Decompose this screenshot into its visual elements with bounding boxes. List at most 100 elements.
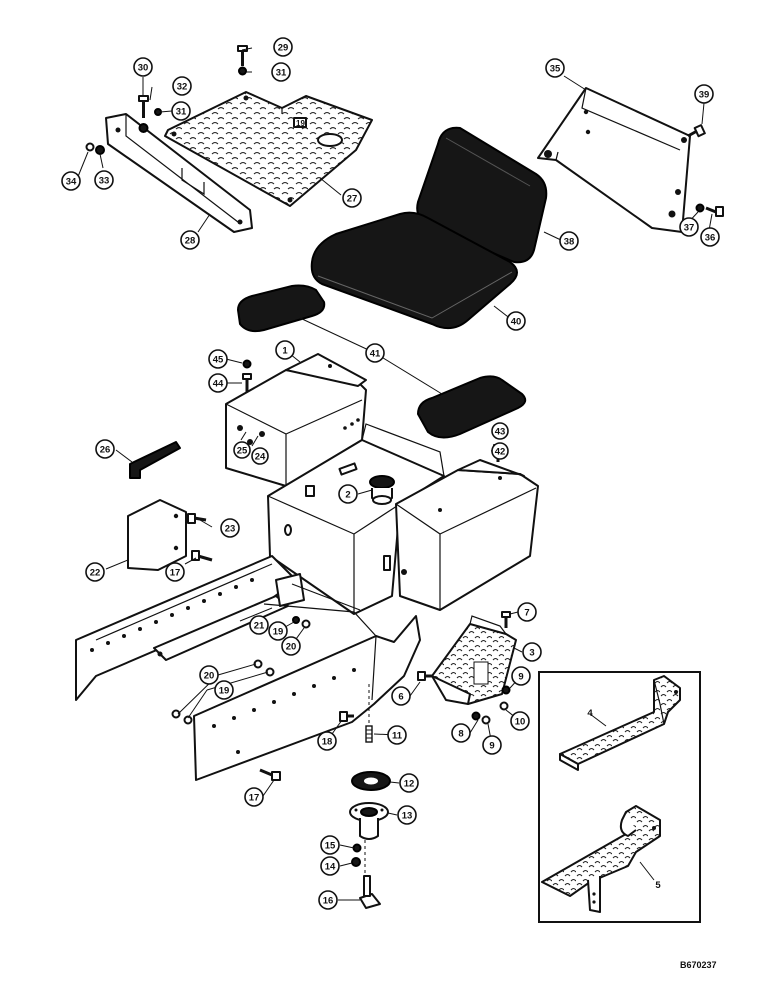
bolt-45-44 [242,359,252,392]
callout-34: 34 [61,171,81,191]
svg-text:13: 13 [402,811,413,822]
figure-code: B670237 [680,960,717,970]
callout-45: 45 [208,349,228,369]
floor-plate-27: 19 [164,91,373,207]
svg-text:19: 19 [273,627,284,638]
washers-19-20-left [171,659,275,725]
callout-23: 23 [220,518,240,538]
callout-37: 37 [679,217,699,237]
svg-text:19: 19 [219,686,230,697]
svg-text:7: 7 [524,608,529,619]
callout-4: 4 [587,708,593,719]
svg-text:26: 26 [100,445,111,456]
svg-text:22: 22 [90,568,101,579]
seat-cushion-40 [310,211,518,330]
nut-15-14 [351,840,366,890]
callout-35: 35 [545,58,565,78]
svg-text:38: 38 [564,237,575,248]
svg-text:19: 19 [296,119,305,128]
callout-10: 10 [510,711,530,731]
callout-38: 38 [559,231,579,251]
washer-19-20-center [292,616,311,629]
svg-text:20: 20 [204,671,215,682]
svg-text:35: 35 [550,64,561,75]
callout-7: 7 [517,602,537,622]
svg-text:37: 37 [684,223,695,234]
svg-text:11: 11 [392,731,403,742]
callout-19b: 19 [214,680,234,700]
svg-text:4: 4 [587,708,593,719]
bolt-17-top [191,550,213,562]
callout-24: 24 [251,447,269,465]
svg-text:18: 18 [322,737,333,748]
svg-text:25: 25 [237,446,248,457]
svg-text:21: 21 [254,621,265,632]
base-plate [263,583,377,637]
callout-20a: 20 [281,636,301,656]
callout-29: 29 [273,37,293,57]
svg-text:5: 5 [655,880,661,891]
callout-41: 41 [365,343,385,363]
callout-31b: 31 [171,101,191,121]
nut-33-34 [85,142,105,155]
callout-13: 13 [397,805,417,825]
callout-19a: 19 [268,621,288,641]
callout-26: 26 [95,439,115,459]
svg-text:40: 40 [511,317,522,328]
right-console [395,459,539,611]
svg-text:29: 29 [278,43,289,54]
svg-text:31: 31 [276,68,287,79]
svg-text:28: 28 [185,236,196,247]
svg-text:2: 2 [345,490,350,501]
bolt-6 [417,671,432,681]
bolt-30 [138,95,162,133]
callout-36: 36 [700,227,720,247]
callout-42: 42 [491,442,509,460]
svg-text:24: 24 [255,452,266,463]
callout-18: 18 [317,731,337,751]
spring-11 [365,684,373,743]
bolt-23 [187,513,207,524]
filler-cap-2 [369,475,395,505]
callout-17a: 17 [165,562,185,582]
plate-22 [127,499,187,571]
bolt-17-bottom [259,768,281,781]
svg-text:12: 12 [404,779,415,790]
svg-text:1: 1 [282,346,288,357]
svg-text:6: 6 [398,692,403,703]
callout-27: 27 [342,188,362,208]
svg-text:10: 10 [515,717,526,728]
svg-text:9: 9 [518,672,523,683]
svg-text:41: 41 [370,349,381,360]
callout-1: 1 [275,340,295,360]
callout-15: 15 [320,835,340,855]
svg-text:16: 16 [323,896,334,907]
callout-12: 12 [399,773,419,793]
callout-25: 25 [233,441,251,459]
svg-text:15: 15 [325,841,336,852]
callout-40: 40 [506,311,526,331]
svg-text:34: 34 [66,177,77,188]
callout-14: 14 [320,856,340,876]
callout-5: 5 [655,880,661,891]
svg-text:32: 32 [177,82,188,93]
svg-text:17: 17 [170,568,181,579]
handle-26 [129,441,181,479]
side-rail-right [193,615,421,781]
svg-text:3: 3 [529,648,534,659]
housing-13 [349,802,389,840]
svg-text:42: 42 [495,447,506,458]
callout-44: 44 [208,373,228,393]
svg-text:17: 17 [249,793,260,804]
svg-text:33: 33 [99,176,110,187]
bracket-28 [105,113,253,233]
svg-text:36: 36 [705,233,716,244]
callout-31a: 31 [271,62,291,82]
svg-text:43: 43 [495,427,506,438]
callout-30: 30 [133,57,153,77]
callout-3: 3 [522,642,542,662]
bolt-7 [501,611,511,628]
callout-20b: 20 [199,665,219,685]
callout-2: 2 [338,484,358,504]
